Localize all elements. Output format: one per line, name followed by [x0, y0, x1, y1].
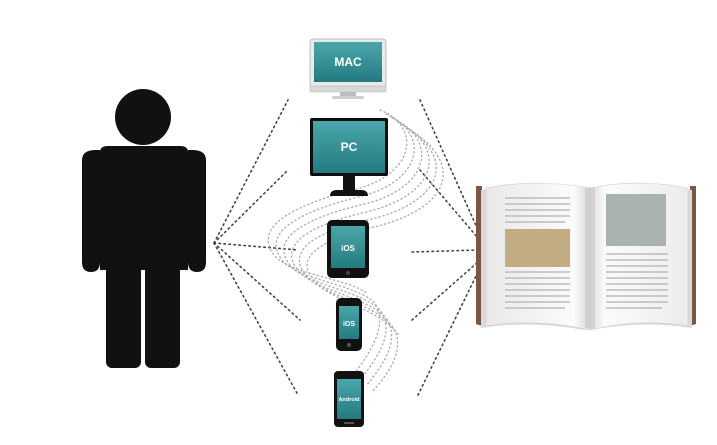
book-connector-lines — [411, 99, 479, 396]
book-left-image — [505, 229, 570, 267]
book-icon — [476, 182, 696, 331]
book-right-image — [606, 194, 666, 246]
mac-label: MAC — [334, 55, 362, 69]
iphone-device-icon: iOS — [336, 298, 362, 351]
book-left-text-lines — [505, 197, 570, 309]
person-icon — [82, 89, 206, 368]
tablet-device-icon: iOS — [327, 220, 369, 278]
book-right-text-lines — [606, 253, 668, 309]
android-device-icon: Android — [334, 371, 364, 427]
sync-swirl — [267, 109, 444, 393]
person-connector-lines — [213, 99, 301, 396]
tablet-label: iOS — [341, 244, 355, 253]
iphone-label: iOS — [343, 321, 355, 328]
pc-device-icon: PC — [310, 118, 388, 196]
android-label: Android — [338, 397, 359, 403]
pc-label: PC — [341, 140, 358, 154]
mac-device-icon: MAC — [309, 38, 387, 99]
